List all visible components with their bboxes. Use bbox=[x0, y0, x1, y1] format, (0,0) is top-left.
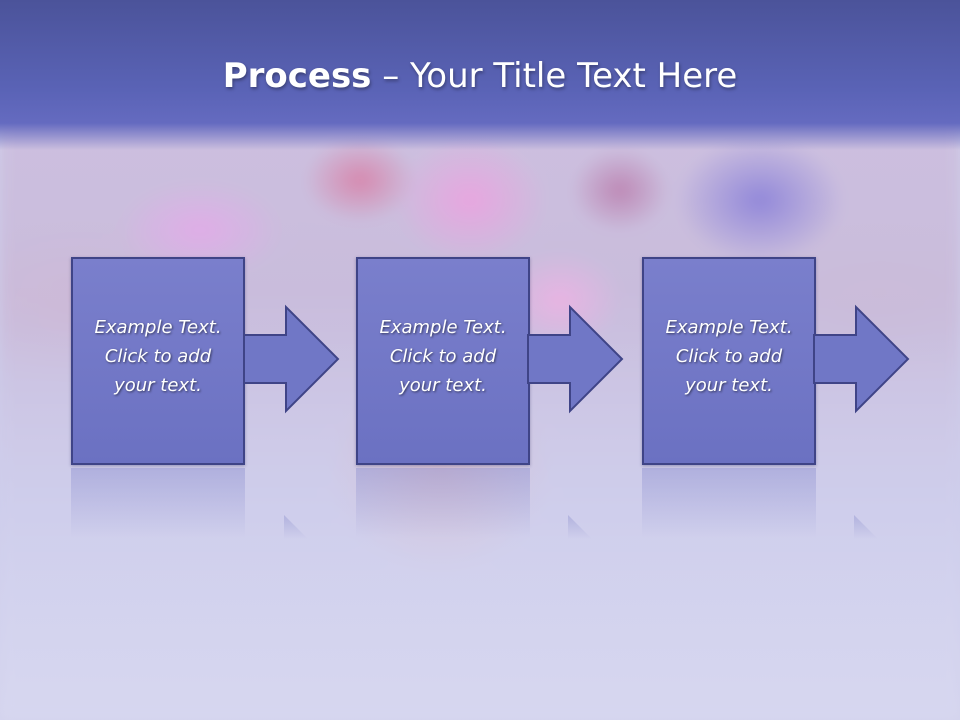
step-text[interactable]: Example Text. Click to add your text. bbox=[665, 317, 793, 396]
arrow-right-icon bbox=[813, 304, 910, 414]
title-bold: Process bbox=[222, 56, 372, 96]
step-text[interactable]: Example Text. Click to add your text. bbox=[379, 317, 507, 396]
process-step-1[interactable]: Example Text. Click to add your text. bbox=[71, 257, 245, 465]
step-reflection bbox=[71, 468, 245, 538]
step-reflection bbox=[356, 468, 530, 538]
arrow-right-icon bbox=[527, 304, 624, 414]
slide-title[interactable]: Process – Your Title Text Here bbox=[0, 54, 960, 98]
title-rest: – Your Title Text Here bbox=[371, 56, 738, 96]
process-step-2[interactable]: Example Text. Click to add your text. bbox=[356, 257, 530, 465]
step-reflection bbox=[642, 468, 816, 538]
arrow-right-icon bbox=[243, 304, 340, 414]
step-text[interactable]: Example Text. Click to add your text. bbox=[94, 317, 222, 396]
process-step-3[interactable]: Example Text. Click to add your text. bbox=[642, 257, 816, 465]
title-band bbox=[0, 0, 960, 150]
